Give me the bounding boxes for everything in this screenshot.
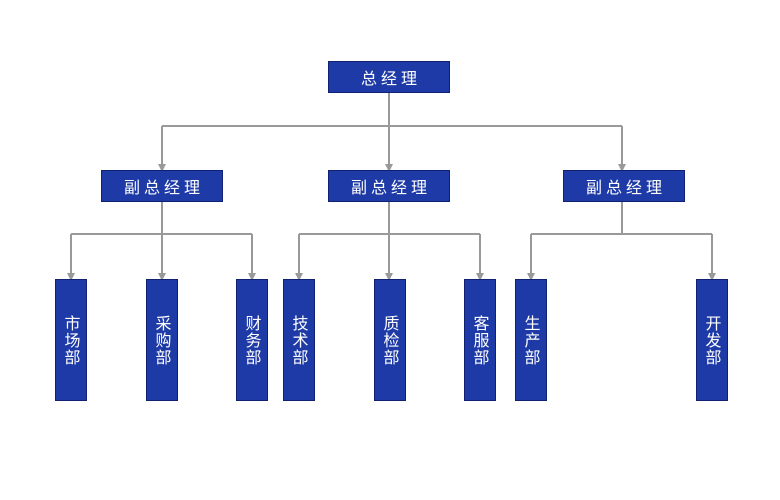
node-dept-market-label: 市场部 [61, 314, 81, 366]
node-dept-purchasing: 采购部 [146, 279, 178, 401]
node-dept-service: 客服部 [464, 279, 496, 401]
node-general-manager-label: 总经理 [360, 69, 421, 88]
node-dept-quality: 质检部 [374, 279, 406, 401]
node-vp-3: 副总经理 [563, 170, 685, 202]
node-general-manager: 总经理 [328, 61, 450, 93]
node-dept-development: 开发部 [696, 279, 728, 401]
node-vp-2: 副总经理 [328, 170, 450, 202]
node-dept-quality-label: 质检部 [380, 314, 400, 366]
node-dept-production-label: 生产部 [521, 314, 541, 366]
node-vp-2-label: 副总经理 [350, 178, 431, 197]
node-dept-finance: 财务部 [236, 279, 268, 401]
node-dept-market: 市场部 [55, 279, 87, 401]
node-dept-technology-label: 技术部 [289, 314, 309, 366]
node-dept-finance-label: 财务部 [242, 314, 262, 366]
node-dept-service-label: 客服部 [470, 314, 490, 366]
node-dept-production: 生产部 [515, 279, 547, 401]
node-vp-3-label: 副总经理 [585, 178, 666, 197]
node-vp-1: 副总经理 [101, 170, 223, 202]
node-dept-purchasing-label: 采购部 [152, 314, 172, 366]
node-dept-development-label: 开发部 [702, 314, 722, 366]
node-dept-technology: 技术部 [283, 279, 315, 401]
node-vp-1-label: 副总经理 [123, 178, 204, 197]
